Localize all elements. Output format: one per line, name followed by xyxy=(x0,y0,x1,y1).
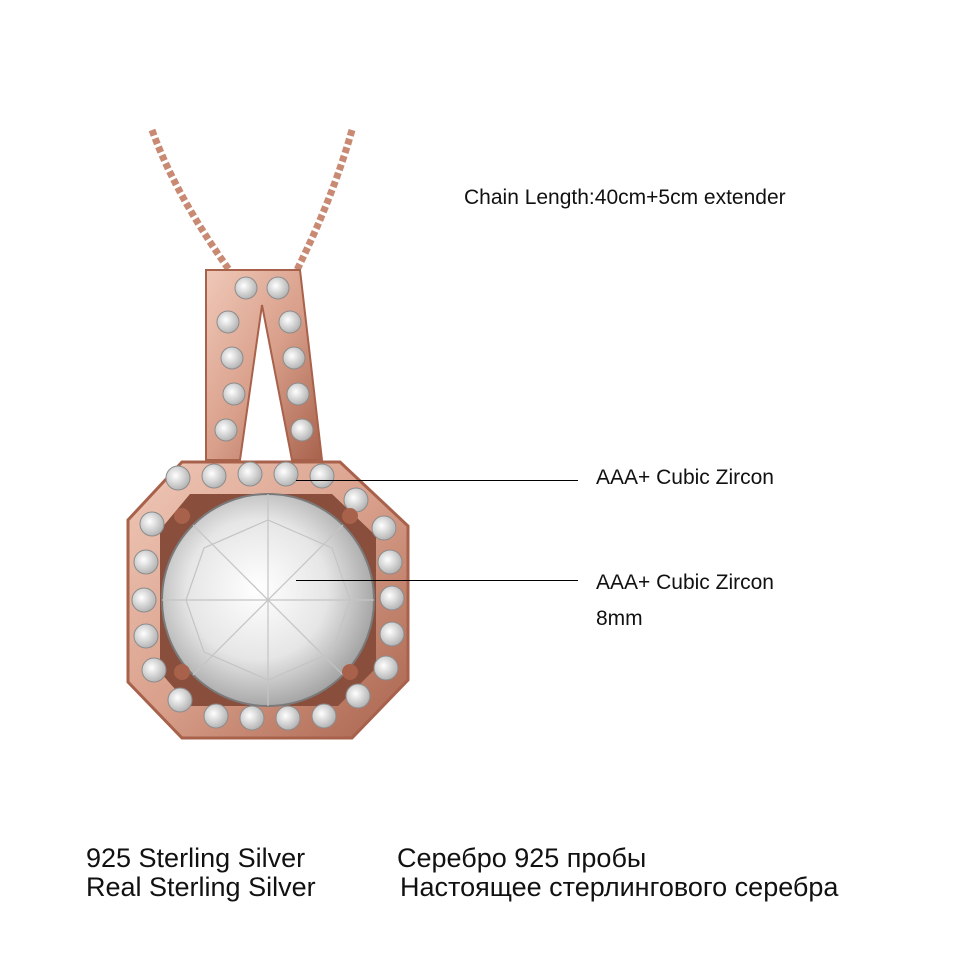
chain xyxy=(148,128,356,282)
material-line-2-ru: Настоящее стерлингового серебра xyxy=(400,872,839,902)
chain-length-note: Chain Length:40cm+5cm extender xyxy=(464,186,786,209)
center-stone-leader-line xyxy=(296,580,578,581)
material-line-2-en: Real Sterling Silver xyxy=(86,872,316,902)
material-line-1-ru: Серебро 925 пробы xyxy=(397,843,647,873)
material-line-1-en: 925 Sterling Silver xyxy=(86,843,306,873)
pendant-bail xyxy=(205,269,324,461)
center-stone-label: AAA+ Cubic Zircon xyxy=(596,571,774,594)
halo-stone-leader-line xyxy=(296,480,578,481)
halo-stone-label: AAA+ Cubic Zircon xyxy=(596,466,774,489)
center-stone-size: 8mm xyxy=(596,607,643,630)
center-stone xyxy=(161,493,375,707)
